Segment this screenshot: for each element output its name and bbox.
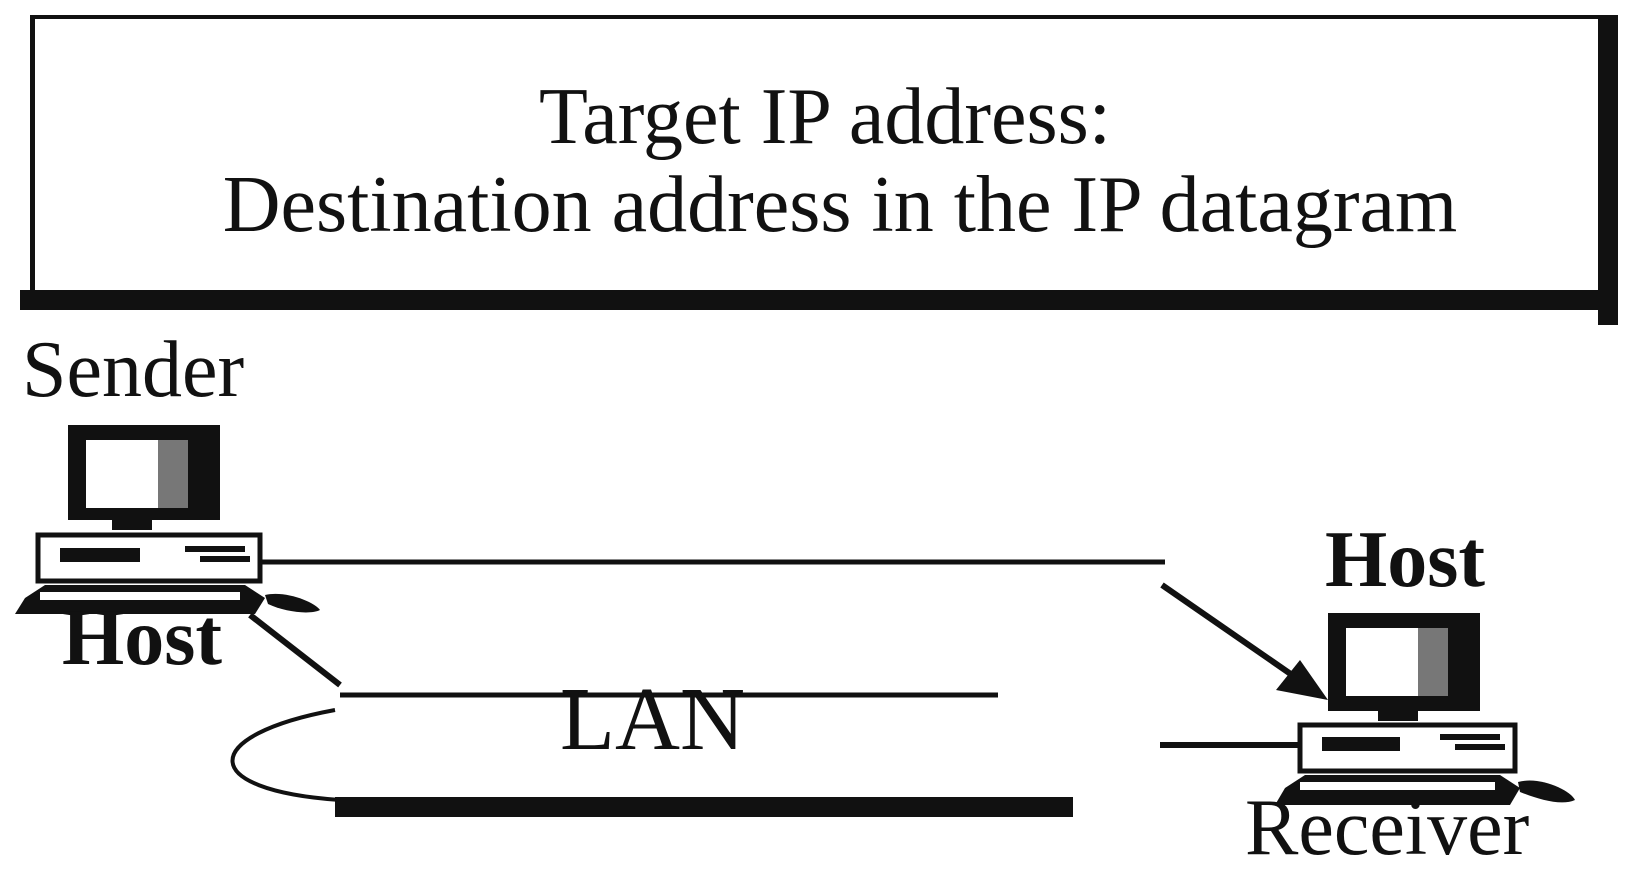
banner-border-left [30,15,35,310]
receiver-host-label: Host [1325,516,1485,604]
lan-line-bottom [335,797,1073,817]
banner-border-bottom [20,290,1618,310]
target-ip-banner: Target IP address: Destination address i… [20,15,1618,325]
arrow-to-receiver-icon [1160,582,1328,700]
banner-title: Target IP address: [538,73,1112,161]
sender-host-label: Host [62,594,222,682]
receiver-label: Receiver [1245,784,1530,872]
sender-label: Sender [22,326,245,414]
lan-label: LAN [560,670,745,769]
lan-loop [230,708,341,802]
receiver-computer-icon [1275,613,1575,805]
banner-border-right [1598,15,1618,325]
sender-computer-icon [15,425,320,614]
banner-border-top [30,15,1610,19]
banner-subtitle: Destination address in the IP datagram [222,161,1458,249]
sender-cable [248,612,342,688]
